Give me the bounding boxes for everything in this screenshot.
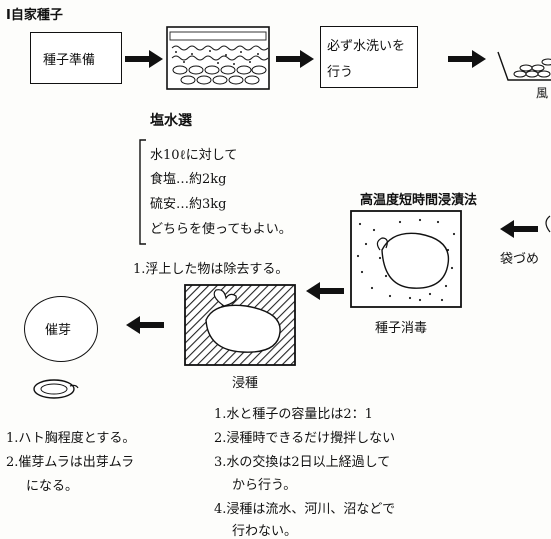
wash-label-line1: 必ず水洗いを — [327, 39, 406, 54]
salt-water-line-3: 硫安…約3kg — [150, 197, 227, 212]
soaking-note-1: 1.水と種子の容量比は2：1 — [214, 407, 373, 422]
layered-seeds-illustration — [166, 26, 270, 90]
salt-water-title: 塩水選 — [150, 113, 192, 129]
soaking-note-4: から行う。 — [232, 478, 297, 493]
soaking-note-6: 行わない。 — [232, 524, 298, 539]
salt-water-line-2: 食塩…約2kg — [150, 172, 227, 187]
arrow-left-1 — [306, 282, 344, 300]
disinfection-label: 種子消毒 — [375, 321, 428, 336]
germination-note-2: 2.催芽ムラは出芽ムラ — [6, 455, 135, 470]
germination-label: 催芽 — [45, 323, 72, 338]
salt-water-line-1: 水10ℓに対して — [150, 148, 238, 163]
arrow-left-2 — [126, 316, 164, 334]
arrow-left-bag — [500, 220, 538, 238]
seed-prep-box: 種子準備 — [30, 32, 122, 84]
salt-water-note: 1.浮上した物は除去する。 — [133, 262, 289, 277]
soaking-note-2: 2.浸種時できるだけ攪拌しない — [214, 431, 396, 446]
germinated-seed-illustration — [33, 379, 79, 399]
salt-water-bracket — [139, 139, 146, 245]
germination-circle: 催芽 — [24, 296, 98, 362]
arrow-right-2 — [276, 50, 314, 68]
disinfection-container — [350, 210, 462, 308]
soaking-note-3: 3.水の交換は2日以上経過して — [214, 455, 391, 470]
germination-note-3: になる。 — [26, 479, 79, 494]
soaking-container — [184, 284, 296, 366]
arrow-right-1 — [125, 50, 163, 68]
arrow-right-3 — [448, 50, 486, 68]
wash-label-line2: 行う — [327, 65, 354, 80]
soaking-note-5: 4.浸種は流水、河川、沼などで — [214, 502, 396, 517]
wash-box: 必ず水洗いを 行う — [320, 26, 418, 88]
seed-bag-partial-label: 袋づめ — [500, 252, 540, 267]
disinfection-title: 高温度短時間浸漬法 — [360, 193, 478, 208]
germination-note-1: 1.ハト胸程度とする。 — [6, 431, 136, 446]
bag-partial-mark — [545, 215, 551, 233]
right-edge-partial-label: 風 — [536, 86, 549, 100]
soaking-title: 浸種 — [232, 376, 259, 391]
section-title: Ⅰ自家種子 — [6, 8, 63, 23]
drying-tray-illustration — [497, 51, 551, 81]
salt-water-line-4: どちらを使ってもよい。 — [150, 222, 292, 237]
seed-prep-label: 種子準備 — [43, 53, 96, 68]
